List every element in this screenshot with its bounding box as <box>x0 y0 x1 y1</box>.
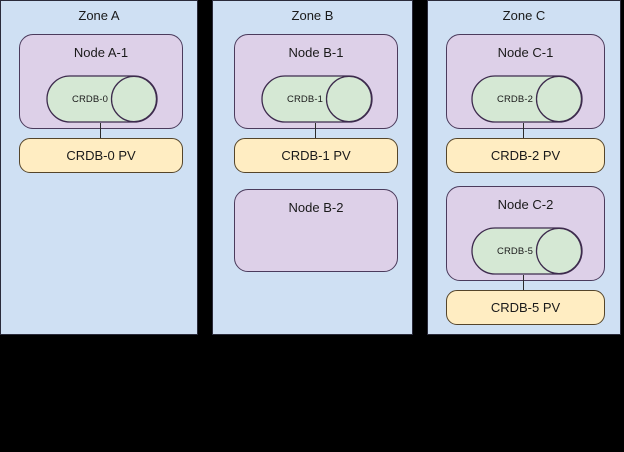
zone-title-a: Zone A <box>78 8 120 23</box>
pv-label-crdb-5: CRDB-5 PV <box>490 299 561 315</box>
connector-b-1 <box>315 123 316 140</box>
zone-panel-b: Zone B Node B-1 CRDB-1 CRDB-1 PV Node B-… <box>212 0 413 335</box>
node-title-c-2: Node C-2 <box>497 197 554 212</box>
connector-c-2 <box>523 275 524 292</box>
node-title-c-1: Node C-1 <box>497 45 554 60</box>
node-box-b-1: Node B-1 CRDB-1 <box>234 34 398 129</box>
zone-panel-a: Zone A Node A-1 CRDB-0 CRDB-0 PV <box>0 0 198 335</box>
pv-label-crdb-0: CRDB-0 PV <box>66 147 136 163</box>
cylinder-database-icon: CRDB-2 <box>471 75 583 123</box>
pv-box-crdb-0: CRDB-0 PV <box>19 138 183 173</box>
pv-box-crdb-5: CRDB-5 PV <box>446 290 605 325</box>
pv-box-crdb-2: CRDB-2 PV <box>446 138 605 173</box>
cylinder-database-icon: CRDB-0 <box>46 75 158 123</box>
node-box-a-1: Node A-1 CRDB-0 <box>19 34 183 129</box>
node-title-b-1: Node B-1 <box>288 45 344 60</box>
node-box-c-2: Node C-2 CRDB-5 <box>446 186 605 281</box>
connector-c-1 <box>523 123 524 140</box>
cylinder-database-icon: CRDB-1 <box>261 75 373 123</box>
zone-panel-c: Zone C Node C-1 CRDB-2 CRDB-2 PV Node C-… <box>427 0 621 335</box>
zone-title-c: Zone C <box>502 8 546 23</box>
connector-a-1 <box>100 123 101 140</box>
node-title-b-2: Node B-2 <box>288 200 344 215</box>
node-title-a-1: Node A-1 <box>73 45 129 60</box>
pv-label-crdb-1: CRDB-1 PV <box>281 147 351 163</box>
pv-label-crdb-2: CRDB-2 PV <box>490 147 561 163</box>
node-box-b-2: Node B-2 <box>234 189 398 272</box>
pv-box-crdb-1: CRDB-1 PV <box>234 138 398 173</box>
zone-title-b: Zone B <box>291 8 334 23</box>
node-box-c-1: Node C-1 CRDB-2 <box>446 34 605 129</box>
cylinder-database-icon: CRDB-5 <box>471 227 583 275</box>
